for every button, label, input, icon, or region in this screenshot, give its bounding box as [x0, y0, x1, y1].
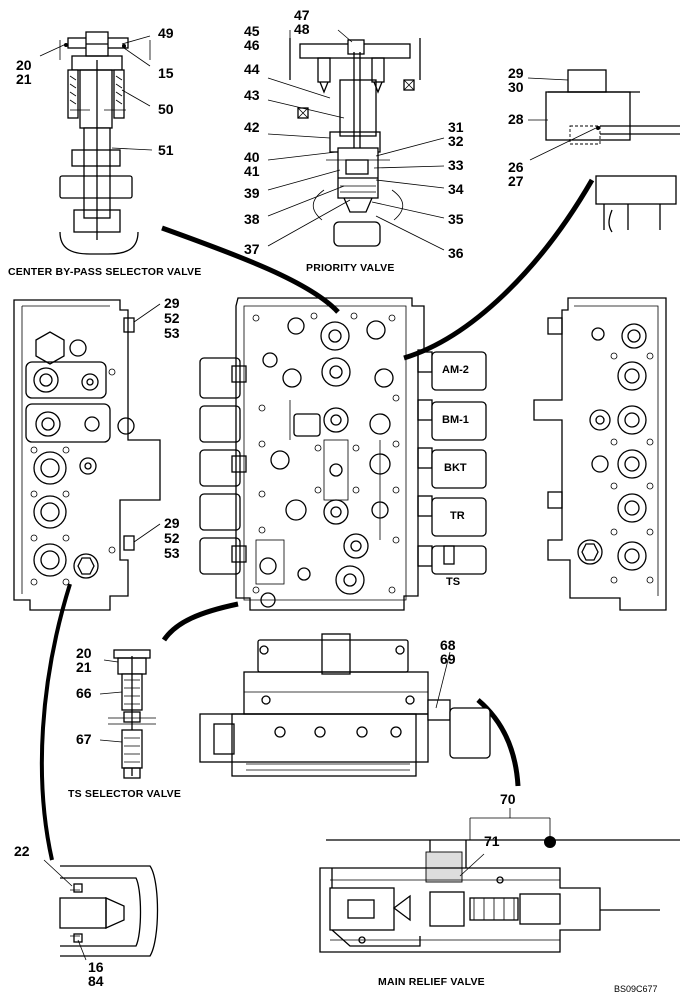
caption-center-bypass-selector-valve: CENTER BY-PASS SELECTOR VALVE — [8, 266, 202, 278]
callout-46: 46 — [244, 37, 260, 53]
callout-45: 45 — [244, 23, 260, 39]
callout-30: 30 — [508, 79, 524, 95]
callout-52-lower: 52 — [164, 530, 180, 546]
callout-29-lower: 29 — [164, 515, 180, 531]
priority-valve-drawing — [267, 29, 445, 251]
callout-71: 71 — [484, 833, 500, 849]
control-valve-front-view-drawing — [199, 297, 487, 611]
callout-15: 15 — [158, 65, 174, 81]
port-label-ts: TS — [446, 576, 461, 588]
callout-31: 31 — [448, 119, 464, 135]
callout-34: 34 — [448, 181, 464, 197]
callout-70: 70 — [500, 791, 516, 807]
main-relief-valve-drawing — [319, 808, 680, 953]
callout-28: 28 — [508, 111, 524, 127]
callout-51: 51 — [158, 142, 174, 158]
callout-41: 41 — [244, 163, 260, 179]
callout-47: 47 — [294, 7, 310, 23]
callout-20: 20 — [16, 57, 32, 73]
port-label-am2: AM-2 — [442, 364, 469, 376]
callout-68: 68 — [440, 637, 456, 653]
callout-38: 38 — [244, 211, 260, 227]
callout-67: 67 — [76, 731, 92, 747]
port-label-tr: TR — [450, 510, 465, 522]
callout-32: 32 — [448, 133, 464, 149]
callout-33: 33 — [448, 157, 464, 173]
callout-50: 50 — [158, 101, 174, 117]
callout-39: 39 — [244, 185, 260, 201]
caption-priority-valve: PRIORITY VALVE — [306, 262, 395, 274]
callout-29: 29 — [508, 65, 524, 81]
callout-22: 22 — [14, 843, 30, 859]
right-side-view-drawing — [533, 297, 667, 611]
center-bypass-selector-valve-drawing — [39, 31, 153, 255]
left-side-view-drawing — [13, 299, 161, 611]
control-valve-bottom-view-drawing — [199, 633, 491, 777]
callout-26: 26 — [508, 159, 524, 175]
callout-84: 84 — [88, 973, 104, 989]
callout-37: 37 — [244, 241, 260, 257]
callout-43: 43 — [244, 87, 260, 103]
port-label-bm1: BM-1 — [442, 414, 469, 426]
caption-main-relief-valve: MAIN RELIEF VALVE — [378, 976, 485, 988]
callout-40: 40 — [244, 149, 260, 165]
callout-44: 44 — [244, 61, 260, 77]
callout-21-ts: 21 — [76, 659, 92, 675]
callout-36: 36 — [448, 245, 464, 261]
callout-49: 49 — [158, 25, 174, 41]
callout-42: 42 — [244, 119, 260, 135]
port-plug-detail-drawing — [43, 859, 159, 961]
callout-53-upper: 53 — [164, 325, 180, 341]
port-fitting-detail-drawing — [527, 69, 680, 233]
caption-ts-selector-valve: TS SELECTOR VALVE — [68, 788, 182, 800]
callout-21: 21 — [16, 71, 32, 87]
figure-reference-code: BS09C677 — [614, 984, 658, 994]
callout-69: 69 — [440, 651, 456, 667]
callout-35: 35 — [448, 211, 464, 227]
callout-29-upper: 29 — [164, 295, 180, 311]
ts-selector-valve-drawing — [99, 649, 156, 779]
callout-16: 16 — [88, 959, 104, 975]
callout-20-ts: 20 — [76, 645, 92, 661]
callout-52-upper: 52 — [164, 310, 180, 326]
callout-27: 27 — [508, 173, 524, 189]
callout-66: 66 — [76, 685, 92, 701]
callout-53-lower: 53 — [164, 545, 180, 561]
port-label-bkt: BKT — [444, 462, 467, 474]
callout-48: 48 — [294, 21, 310, 37]
